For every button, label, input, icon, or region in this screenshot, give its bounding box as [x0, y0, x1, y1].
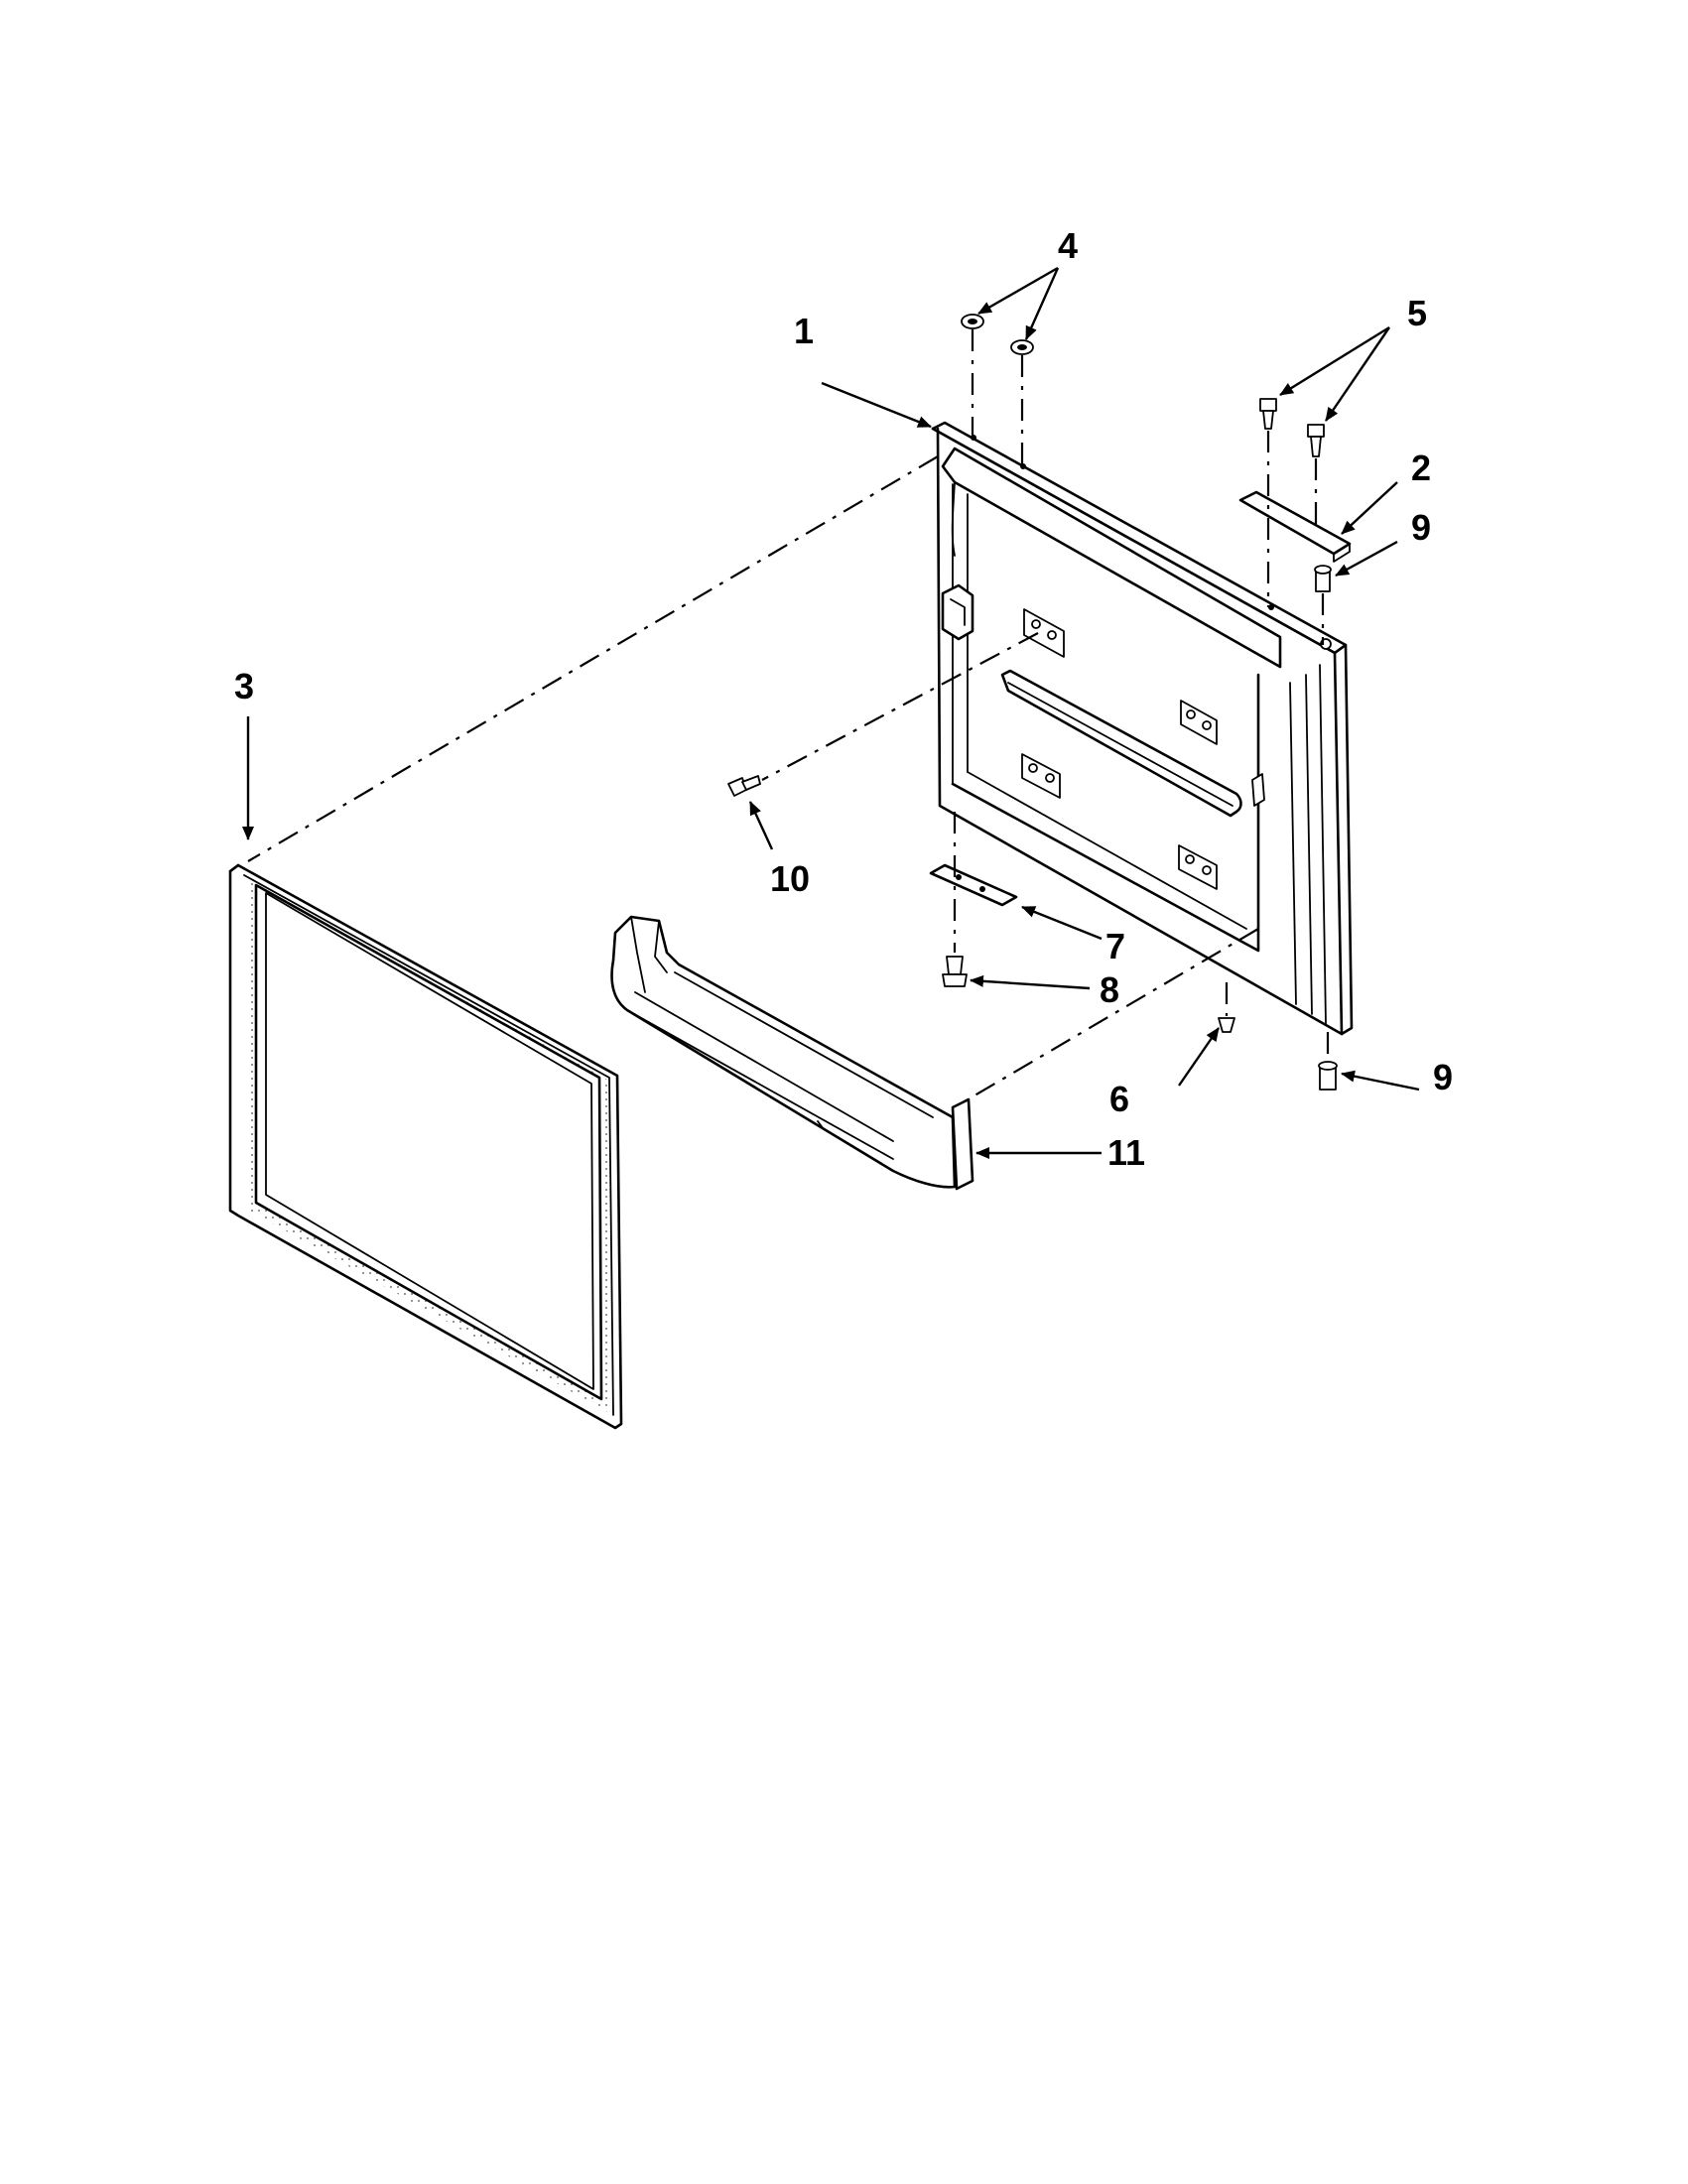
bushing-part — [1318, 1061, 1338, 1091]
shelf-screw-part — [727, 775, 761, 797]
callout-8: 8 — [1100, 969, 1119, 1010]
callout-leaders — [242, 266, 1420, 1159]
callout-3: 3 — [234, 666, 254, 707]
door-shelf-bin-part — [610, 915, 974, 1191]
mount-bracket — [1023, 608, 1065, 658]
callout-7: 7 — [1105, 926, 1125, 966]
mount-bracket — [1178, 844, 1218, 890]
callout-11: 11 — [1107, 1132, 1145, 1173]
door-gasket-part — [228, 863, 623, 1430]
hinge-screw-part — [1307, 424, 1325, 457]
bracket-screw-part — [942, 956, 968, 987]
bushing-part — [1314, 565, 1332, 592]
callout-9-lower: 9 — [1433, 1057, 1453, 1097]
door-stop-part — [1218, 1017, 1235, 1033]
mount-bracket — [1180, 700, 1218, 745]
callout-5: 5 — [1407, 293, 1427, 333]
door-panel-part — [931, 421, 1354, 1036]
washer-part — [961, 314, 984, 329]
callout-9-upper: 9 — [1411, 507, 1431, 548]
callout-6: 6 — [1109, 1079, 1129, 1119]
hinge-screw-part — [1259, 398, 1277, 430]
lower-hinge-bracket-part — [929, 863, 1018, 907]
hinge-plate-part — [1238, 490, 1352, 563]
callout-1: 1 — [794, 311, 814, 351]
washer-part — [1010, 339, 1034, 355]
assembly-lines — [247, 329, 1330, 1102]
mount-bracket — [1021, 753, 1061, 799]
callout-4: 4 — [1058, 225, 1078, 266]
callout-2: 2 — [1411, 448, 1431, 488]
callout-10: 10 — [770, 858, 810, 899]
